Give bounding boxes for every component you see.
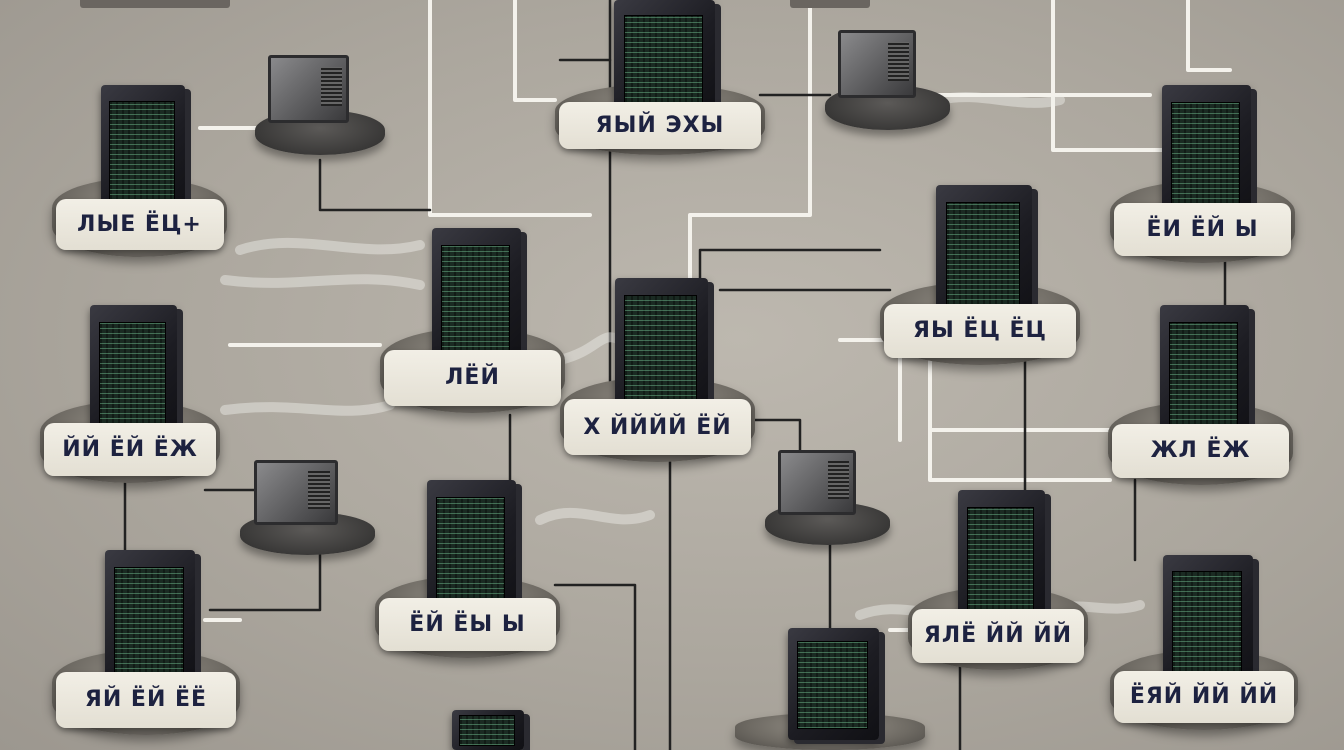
laptop-node <box>825 30 950 130</box>
partial-device-top <box>790 0 870 8</box>
server-node <box>735 628 925 750</box>
server-node: ЁЙ ЁЫ Ы <box>375 480 560 658</box>
server-node: ЯЫЙ ЭХЫ <box>555 0 765 155</box>
server-node: ЯЛЁ ЙЙ ЙЙ <box>908 490 1088 670</box>
server-node: ЙЙ ЁЙ ЁЖ <box>40 305 220 483</box>
server-monitor-icon <box>431 228 521 373</box>
server-monitor-icon <box>452 710 524 750</box>
partial-device-top <box>80 0 230 8</box>
server-label: ЯЙ ЁЙ ЁЁ <box>55 672 237 728</box>
server-monitor-icon <box>101 85 185 220</box>
server-node: ЛЁЙ <box>380 228 565 413</box>
laptop-node <box>255 55 385 155</box>
server-label: ЁИ ЁЙ Ы <box>1113 202 1292 256</box>
server-label: ЁЯЙ ЙЙ ЙЙ <box>1113 670 1295 723</box>
server-monitor-icon <box>1162 555 1253 692</box>
server-label: ЖЛ ЁЖ <box>1111 423 1290 478</box>
server-node: Х ЙЙЙЙ ЁЙ <box>560 278 755 462</box>
server-node: ЁИ ЁЙ Ы <box>1110 85 1295 263</box>
server-monitor-icon <box>958 490 1045 631</box>
server-label: ЁЙ ЁЫ Ы <box>378 597 557 651</box>
server-monitor-icon <box>104 550 195 695</box>
server-label: ЯЫЙ ЭХЫ <box>559 102 761 149</box>
laptop-node <box>240 460 375 555</box>
server-monitor-icon <box>613 0 715 121</box>
server-monitor-icon <box>426 480 516 619</box>
server-node: ЁЯЙ ЙЙ ЙЙ <box>1110 555 1298 730</box>
server-node: ЖЛ ЁЖ <box>1108 305 1293 485</box>
server-monitor-icon <box>1161 85 1251 224</box>
server-node: ЯЫ ЁЦ ЁЦ <box>880 185 1080 365</box>
server-node: ЛЫЕ ЁЦ+ <box>52 85 227 257</box>
laptop-icon <box>253 460 338 525</box>
server-node: ЯЙ ЁЙ ЁЁ <box>52 550 240 735</box>
server-monitor-icon <box>788 628 880 741</box>
server-label: ЛЁЙ <box>383 350 562 406</box>
server-node-partial <box>410 710 560 750</box>
server-label: ЯЛЁ ЙЙ ЙЙ <box>911 608 1085 663</box>
server-label: ЙЙ ЁЙ ЁЖ <box>43 422 217 476</box>
laptop-icon <box>268 55 350 123</box>
laptop-icon <box>777 450 856 515</box>
server-monitor-icon <box>936 185 1032 326</box>
laptop-icon <box>837 30 916 98</box>
server-label: ЛЫЕ ЁЦ+ <box>55 198 224 251</box>
server-label: Х ЙЙЙЙ ЁЙ <box>563 399 752 455</box>
server-monitor-icon <box>1159 305 1249 446</box>
server-label: ЯЫ ЁЦ ЁЦ <box>884 303 1076 358</box>
server-monitor-icon <box>90 305 177 444</box>
laptop-node <box>765 450 890 545</box>
